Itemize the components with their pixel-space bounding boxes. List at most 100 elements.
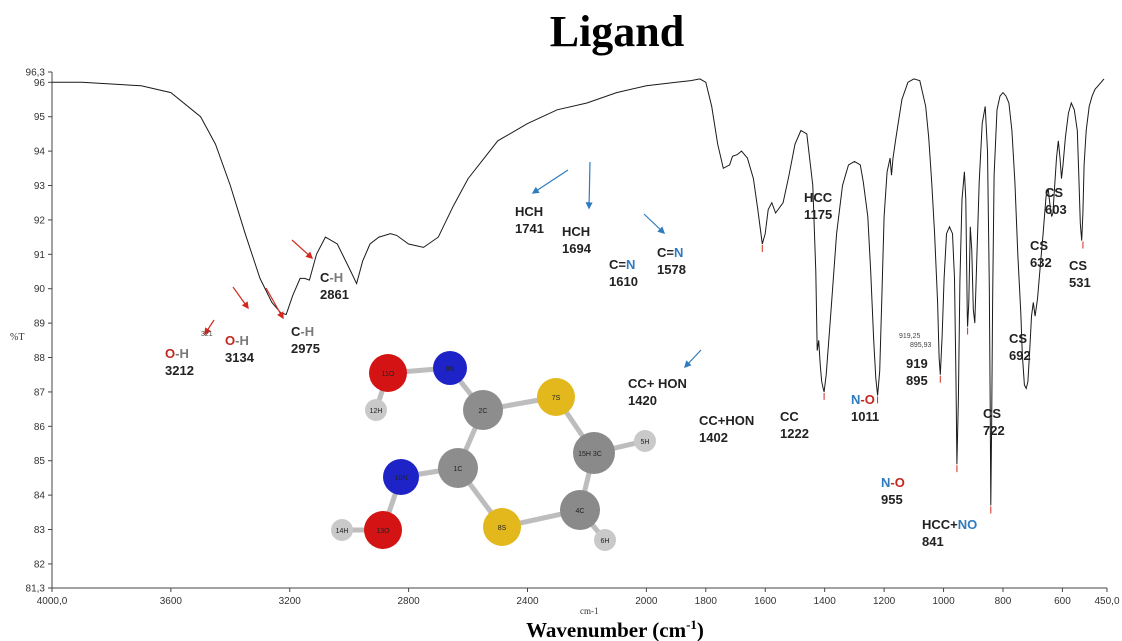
annotation-label: C-H	[291, 324, 314, 339]
annotation-wavenumber: 3134	[225, 350, 255, 365]
atom-13o	[364, 511, 402, 549]
atom-label: 6H	[601, 538, 610, 545]
atom-2c	[463, 390, 503, 430]
atom-10n	[383, 459, 419, 495]
annotation-wavenumber: 1011	[851, 409, 879, 424]
annotation-label: CS	[1030, 238, 1048, 253]
atom-label: 13O	[376, 528, 390, 535]
y-tick-label: 82	[34, 559, 46, 570]
atom-label: 11O	[382, 371, 395, 378]
atom-label: 8S	[498, 525, 507, 532]
annotation-label: N-O	[881, 475, 905, 490]
annotation-p919: 919 895 919,25 895,93	[899, 327, 969, 388]
annotation-arrow	[643, 213, 666, 234]
annotation-wavenumber: 1741	[515, 221, 544, 236]
x-tick-label: 2400	[516, 596, 539, 607]
x-tick-label: 800	[995, 596, 1012, 607]
chart-title: Ligand	[550, 7, 685, 56]
annotation-label: CS	[1045, 185, 1063, 200]
atom-14h	[331, 519, 353, 541]
annotation-wavenumber: 1610	[609, 274, 638, 289]
annotation-ch2975: C-H 2975	[265, 287, 320, 356]
annotation-wavenumber: 1694	[562, 241, 592, 256]
y-tick-label: 91	[34, 250, 46, 261]
atom-8s	[483, 508, 521, 546]
atom-label: 12H	[370, 408, 383, 415]
annotation-wavenumber: 895	[906, 373, 928, 388]
annotation-cs603: CS 603	[1045, 185, 1067, 217]
annotation-label: C-H	[320, 270, 343, 285]
x-axis-label-sup: -1	[686, 617, 697, 632]
atom-label: 1C	[454, 466, 463, 473]
annotation-cn1578: C=N 1578	[643, 213, 686, 277]
annotation-label: CS	[1009, 331, 1027, 346]
molecule-atoms	[331, 351, 656, 551]
annotation-wavenumber: 2975	[291, 341, 320, 356]
annotation-small-label: 919,25	[899, 333, 921, 340]
annotation-label: CS	[983, 406, 1001, 421]
axes	[51, 72, 1107, 589]
atom-7s	[537, 378, 575, 416]
y-axis-label: %T	[10, 332, 24, 343]
x-axis-label-close: )	[697, 618, 704, 641]
x-tick-label: 3600	[160, 596, 183, 607]
annotation-arrow	[684, 349, 702, 369]
atom-label: 10N	[395, 475, 408, 482]
annotation-cs692: CS 692	[1009, 331, 1031, 363]
annotation-arrow	[291, 239, 314, 259]
x-tick-label: 4000,0	[37, 596, 68, 607]
x-tick-label: 1400	[814, 596, 837, 607]
annotation-label: C=N	[657, 245, 683, 260]
y-tick-label: 86	[34, 422, 46, 433]
annotation-cn1610: C=N 1610	[609, 245, 763, 289]
y-tick-label: 85	[34, 456, 46, 467]
x-tick-label: 2800	[397, 596, 420, 607]
y-tick-label: 83	[34, 525, 46, 536]
annotation-arrow	[232, 286, 249, 310]
annotation-label: CC	[780, 409, 799, 424]
annotation-label: O-H	[165, 346, 189, 361]
annotation-small-label: 895,93	[910, 342, 932, 349]
x-tick-label: 1800	[695, 596, 718, 607]
annotation-label: N-O	[851, 392, 875, 407]
y-tick-label: 89	[34, 319, 46, 330]
atom-11o	[369, 354, 407, 392]
annotation-wavenumber: 603	[1045, 202, 1067, 217]
atom-label: 14H	[336, 528, 349, 535]
annotation-wavenumber: 692	[1009, 348, 1031, 363]
x-tick-label: 450,0	[1094, 596, 1119, 607]
small-peak-label: 321	[201, 331, 213, 338]
y-tick-label: 94	[34, 147, 46, 158]
y-tick-label: 84	[34, 491, 46, 502]
atom-label: 5H	[641, 439, 650, 446]
atom-label: 15H 3C	[578, 451, 602, 458]
annotation-arrow	[204, 319, 215, 336]
annotation-wavenumber: 1578	[657, 262, 686, 277]
x-tick-label: 3200	[279, 596, 302, 607]
atom-6h	[594, 529, 616, 551]
atom-1c	[438, 448, 478, 488]
x-tick-label: 1600	[754, 596, 777, 607]
atom-15h-3c	[573, 432, 615, 474]
x-tick-label: 600	[1054, 596, 1071, 607]
annotation-wavenumber: 1420	[628, 393, 657, 408]
annotation-label: 919	[906, 356, 928, 371]
y-tick-label: 81,3	[26, 584, 46, 595]
annotation-arrow	[585, 161, 593, 210]
y-tick-label: 87	[34, 387, 46, 398]
atom-4c	[560, 490, 600, 530]
annotation-label: CC+ HON	[628, 376, 687, 391]
annotation-arrow	[265, 287, 284, 320]
